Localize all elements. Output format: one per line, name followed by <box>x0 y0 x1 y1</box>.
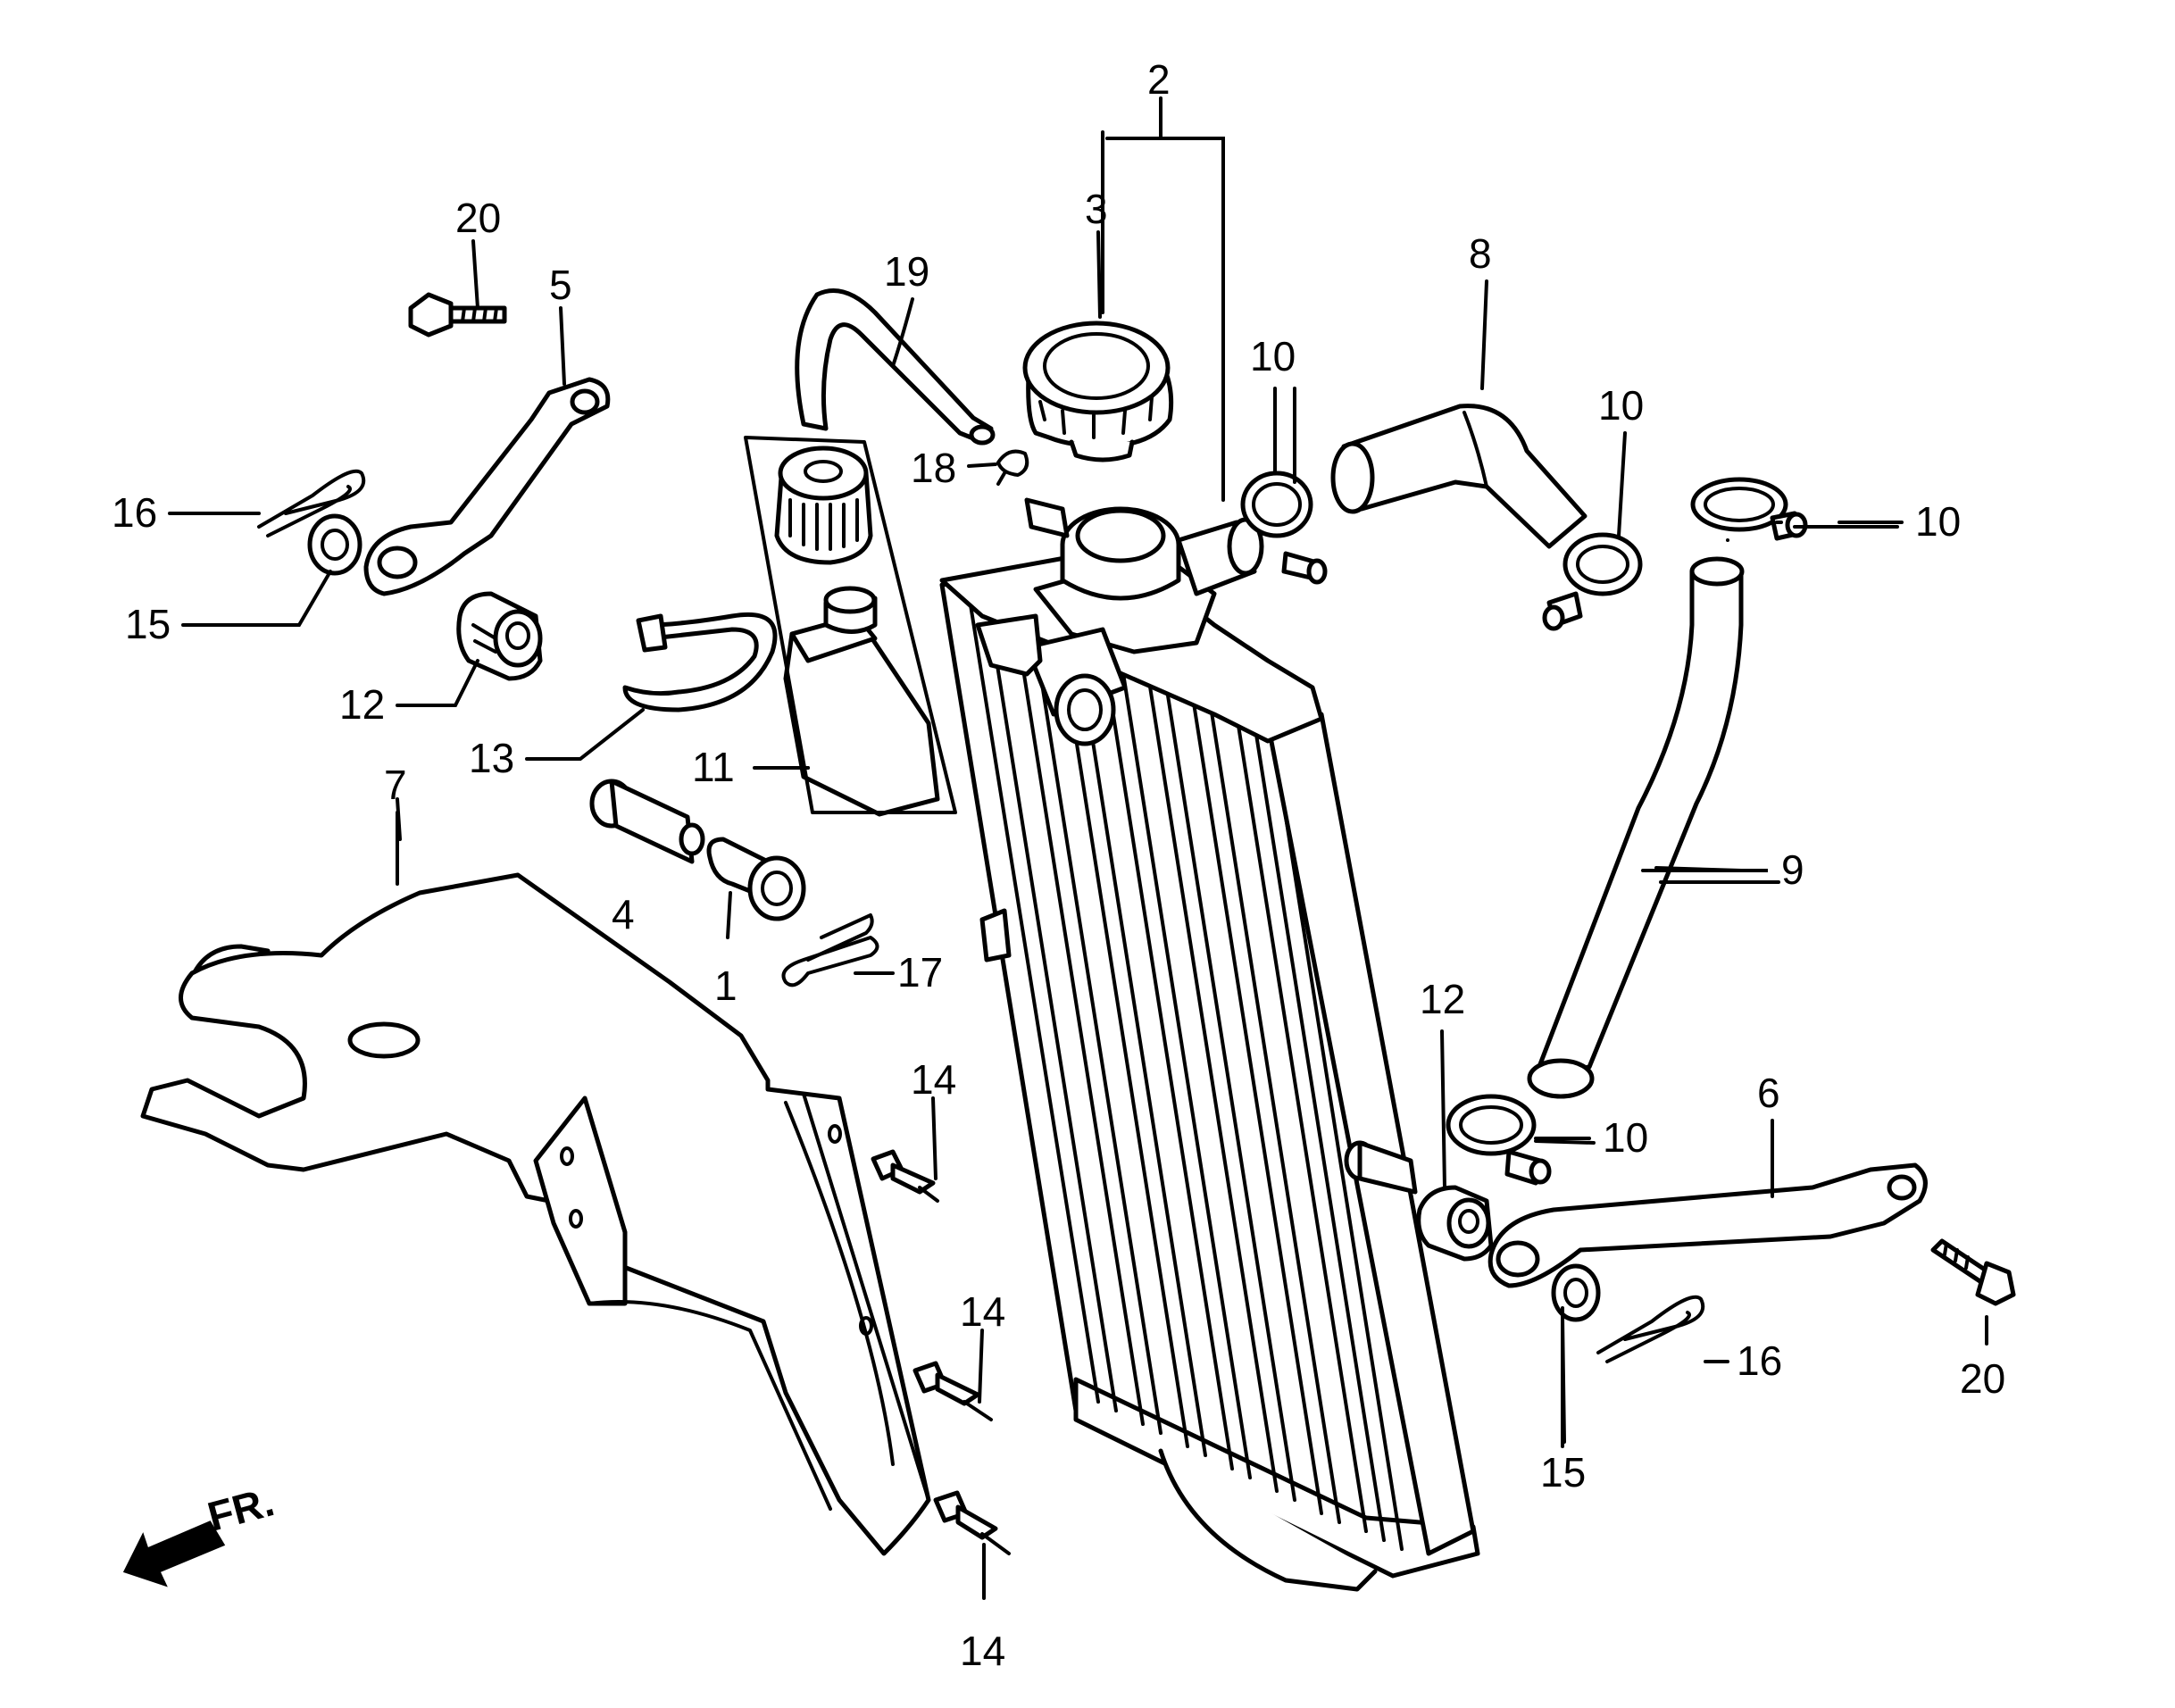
rivet-upper <box>871 1149 939 1203</box>
hose-clamp-d <box>1446 1094 1552 1186</box>
tank-band <box>622 612 778 712</box>
callout-15-a: 15 <box>125 601 171 647</box>
leader-lines <box>168 96 1988 1600</box>
upper-hose <box>1330 404 1588 549</box>
callout-15-b: 15 <box>1540 1449 1586 1496</box>
callout-14-a: 14 <box>911 1056 956 1103</box>
callout-14-c: 14 <box>960 1628 1005 1674</box>
radiator <box>939 497 1480 1592</box>
callout-14-b: 14 <box>960 1288 1005 1335</box>
grommet-upper <box>456 591 543 681</box>
rivet-middle <box>912 1361 993 1421</box>
callout-8: 8 <box>1469 230 1492 277</box>
front-label: FR. <box>203 1478 279 1539</box>
clip-16-lower <box>1596 1295 1705 1363</box>
callout-12-a: 12 <box>339 681 385 728</box>
callout-1: 1 <box>714 962 738 1009</box>
front-arrow <box>122 1521 226 1587</box>
clip-16-upper <box>257 469 366 537</box>
grommet-lower <box>1416 1185 1494 1262</box>
callout-10-d: 10 <box>1603 1114 1648 1161</box>
callout-12-b: 12 <box>1420 976 1465 1022</box>
lower-hose <box>1527 556 1745 1099</box>
callout-7: 7 <box>384 762 407 808</box>
radiator-stay-upper <box>363 377 611 596</box>
callout-17: 17 <box>897 949 943 996</box>
callout-4: 4 <box>612 891 635 937</box>
callout-10-b: 10 <box>1598 382 1644 429</box>
callout-20-b: 20 <box>1960 1355 2005 1402</box>
bolt-lower <box>1930 1238 2016 1306</box>
callout-11: 11 <box>692 744 735 790</box>
callout-16-b: 16 <box>1737 1337 1782 1384</box>
callout-10-c: 10 <box>1915 498 1961 545</box>
spacer <box>706 837 806 921</box>
radiator-cap <box>1022 321 1174 462</box>
callout-labels: 2 3 19 18 10 8 10 10 9 12 10 6 20 16 15 … <box>112 56 2005 1674</box>
callout-13: 13 <box>469 735 514 781</box>
hose-clamp-c <box>1690 477 1808 541</box>
hose-clamp-a <box>1240 471 1328 585</box>
hose-clamp-b <box>1542 532 1643 631</box>
callout-2: 2 <box>1147 56 1171 103</box>
radiator-shroud <box>140 872 931 1556</box>
rivet-lower <box>933 1490 1011 1555</box>
callout-9: 9 <box>1781 846 1804 893</box>
lower-collar <box>1344 1140 1418 1195</box>
washer-upper <box>307 513 362 576</box>
callout-18: 18 <box>911 445 956 491</box>
callout-5: 5 <box>549 262 572 308</box>
callout-10-a: 10 <box>1250 333 1296 379</box>
callout-19: 19 <box>884 248 929 295</box>
reserve-tank <box>744 436 957 817</box>
bolt-upper <box>408 292 507 337</box>
callout-16-a: 16 <box>112 489 157 536</box>
washer-lower <box>1551 1263 1601 1322</box>
callout-20-a: 20 <box>455 195 501 241</box>
collar <box>589 779 705 864</box>
radiator-stay-lower <box>1488 1162 1928 1288</box>
callout-3: 3 <box>1085 186 1108 232</box>
callout-6: 6 <box>1757 1070 1780 1116</box>
clip-17 <box>781 913 879 987</box>
